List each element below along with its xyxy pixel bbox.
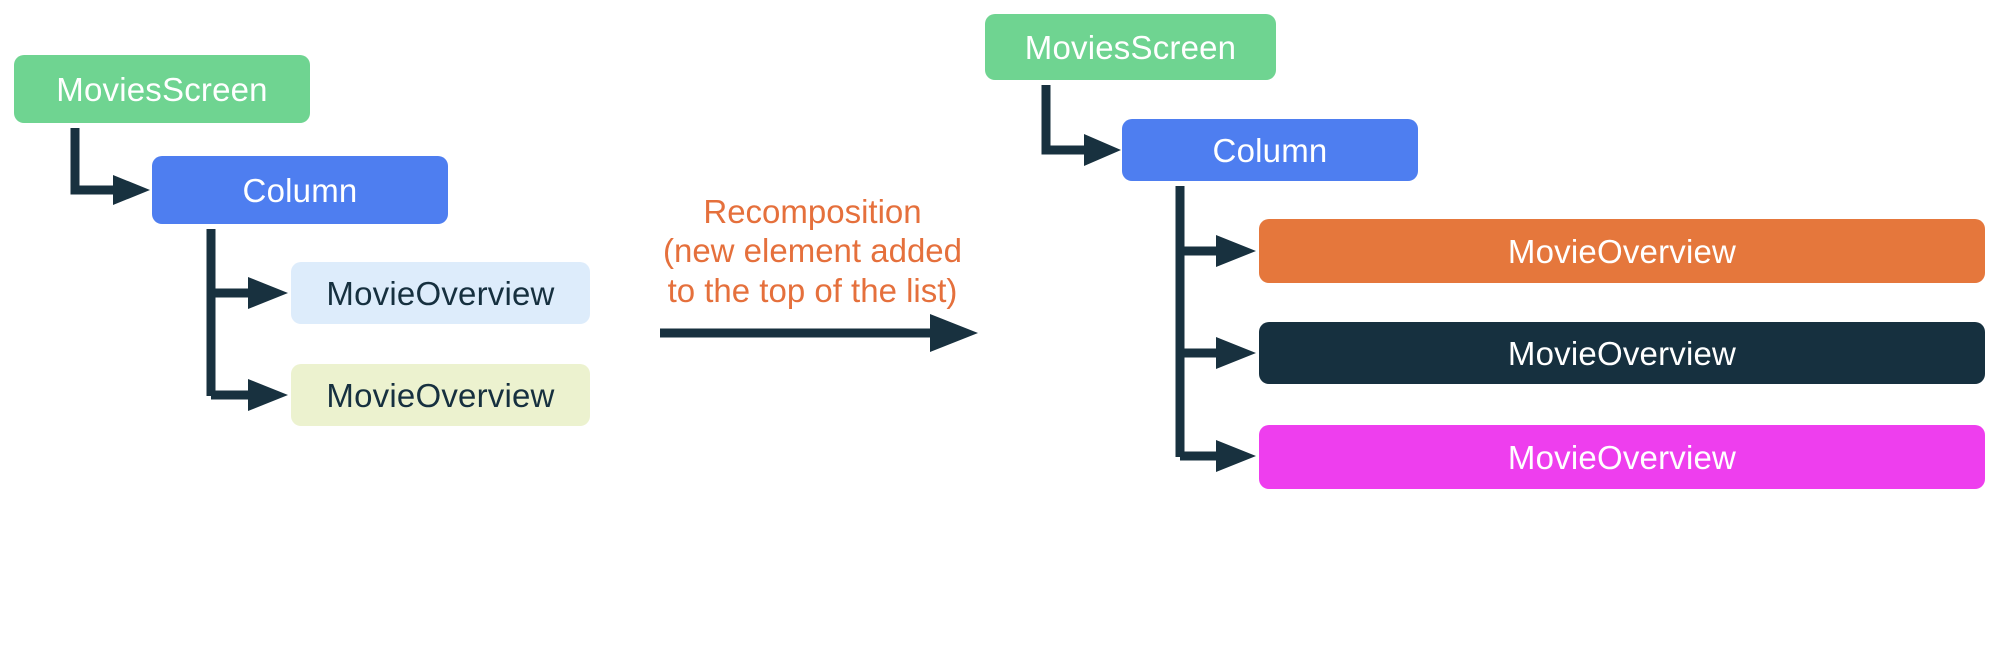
right-node-movie-overview-2[interactable]: MovieOverview (1259, 322, 1985, 384)
left-node-column-label: Column (242, 171, 358, 209)
right-node-movie-overview-3[interactable]: MovieOverview (1259, 425, 1985, 489)
left-node-movie-overview-2[interactable]: MovieOverview (291, 364, 590, 426)
right-node-movie-overview-3-label: MovieOverview (1507, 438, 1737, 476)
recomposition-caption: Recomposition (new element added to the … (662, 193, 963, 309)
right-node-movie-overview-2-label: MovieOverview (1507, 334, 1737, 372)
left-node-movies-screen[interactable]: MoviesScreen (14, 55, 310, 123)
left-node-movie-overview-1[interactable]: MovieOverview (291, 262, 590, 324)
right-node-movies-screen[interactable]: MoviesScreen (985, 14, 1276, 80)
right-node-column[interactable]: Column (1122, 119, 1418, 181)
right-node-column-label: Column (1212, 131, 1328, 169)
left-node-movie-overview-2-label: MovieOverview (326, 376, 555, 414)
right-node-movie-overview-1-label: MovieOverview (1507, 232, 1737, 270)
left-node-movie-overview-1-label: MovieOverview (326, 274, 555, 312)
right-node-movies-screen-label: MoviesScreen (1024, 28, 1237, 66)
left-node-movies-screen-label: MoviesScreen (56, 70, 268, 108)
left-node-column[interactable]: Column (152, 156, 448, 224)
right-node-movie-overview-1[interactable]: MovieOverview (1259, 219, 1985, 283)
